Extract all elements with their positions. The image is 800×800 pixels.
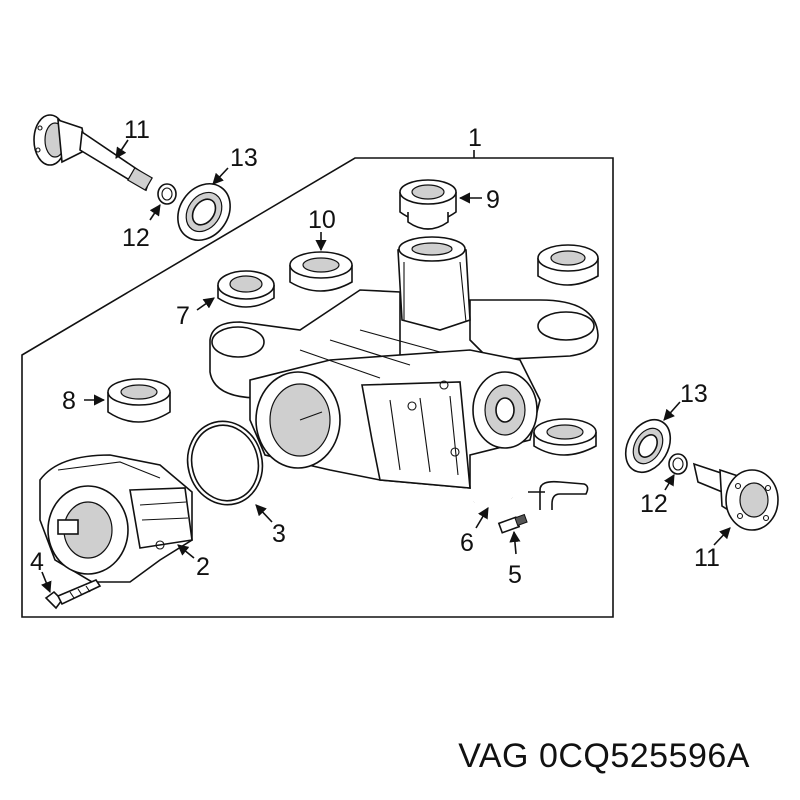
callout-4: 4 xyxy=(30,548,44,576)
drive-flange-left-part xyxy=(33,114,153,192)
cover-cap-7-part xyxy=(217,270,275,308)
part-number-label: VAG 0CQ525596A xyxy=(458,737,750,775)
callout-13-left: 13 xyxy=(230,144,258,172)
shaft-seal-left-part xyxy=(177,183,231,241)
callout-8: 8 xyxy=(62,387,76,415)
callout-13-right: 13 xyxy=(680,380,708,408)
mount-bushing-8-part xyxy=(107,378,171,423)
callout-11-left: 11 xyxy=(124,116,150,144)
differential-housing-part xyxy=(209,236,599,489)
seal-ring-left-part xyxy=(157,183,177,205)
callout-1: 1 xyxy=(468,124,482,152)
callout-10: 10 xyxy=(308,206,336,234)
callout-7: 7 xyxy=(176,302,190,330)
seal-ring-right-part xyxy=(668,453,688,475)
callout-5: 5 xyxy=(508,561,522,589)
mount-bushing-right-top-part xyxy=(537,244,599,286)
callout-2: 2 xyxy=(196,553,210,581)
bolt-part xyxy=(44,579,102,610)
mount-bushing-right-lower-part xyxy=(533,418,597,456)
callout-3: 3 xyxy=(272,520,286,548)
drive-flange-right-part xyxy=(692,462,779,531)
shaft-seal-right-part xyxy=(624,418,672,474)
leader-lines xyxy=(41,139,731,594)
assembly-frame xyxy=(21,157,614,618)
vent-hose-part xyxy=(472,480,589,510)
mount-bushing-10-part xyxy=(289,251,353,292)
callout-12-left: 12 xyxy=(122,224,150,252)
callout-9: 9 xyxy=(486,186,500,214)
callout-6: 6 xyxy=(460,529,474,557)
o-ring-gasket-part xyxy=(186,420,264,506)
callout-11-right: 11 xyxy=(694,544,720,572)
clutch-actuator-part xyxy=(39,454,193,583)
callout-12-right: 12 xyxy=(640,490,668,518)
vent-valve-part xyxy=(497,513,528,534)
mount-bushing-9-part xyxy=(399,179,457,230)
